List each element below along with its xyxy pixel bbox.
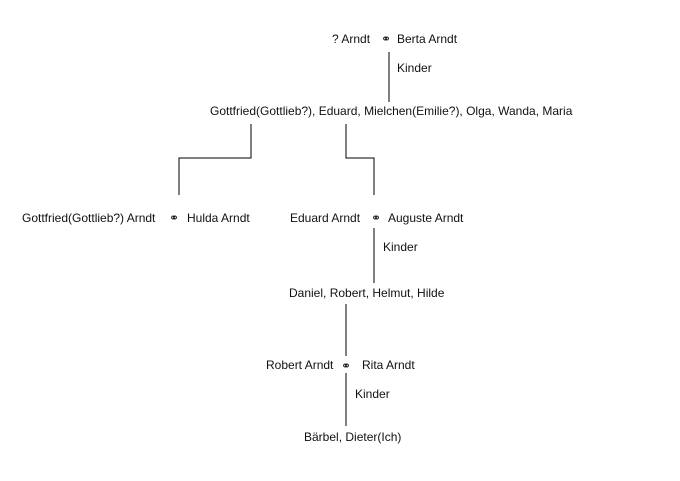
children-list-gen4: Daniel, Robert, Helmut, Hilde (289, 286, 445, 300)
person-gottfried-arndt: Gottfried(Gottlieb?) Arndt (22, 211, 156, 225)
person-eduard-arndt: Eduard Arndt (290, 211, 361, 225)
marriage-icon: ⚭ (371, 211, 382, 225)
line-to-gottfried (178, 124, 252, 195)
children-list-gen6: Bärbel, Dieter(Ich) (304, 430, 402, 444)
person-hulda-arndt: Hulda Arndt (187, 211, 250, 225)
person-robert-arndt: Robert Arndt (266, 358, 334, 372)
person-berta-arndt: Berta Arndt (397, 32, 458, 46)
children-list-gen2: Gottfried(Gottlieb?), Eduard, Mielchen(E… (210, 104, 573, 118)
person-arndt-unknown: ? Arndt (332, 32, 371, 46)
marriage-icon: ⚭ (381, 32, 392, 46)
marriage-icon: ⚭ (341, 359, 352, 373)
person-rita-arndt: Rita Arndt (362, 358, 415, 372)
line-to-eduard (345, 124, 375, 195)
children-label: Kinder (355, 387, 390, 401)
children-label: Kinder (397, 61, 432, 75)
marriage-icon: ⚭ (169, 211, 180, 225)
person-auguste-arndt: Auguste Arndt (388, 211, 464, 225)
children-label: Kinder (383, 240, 418, 254)
